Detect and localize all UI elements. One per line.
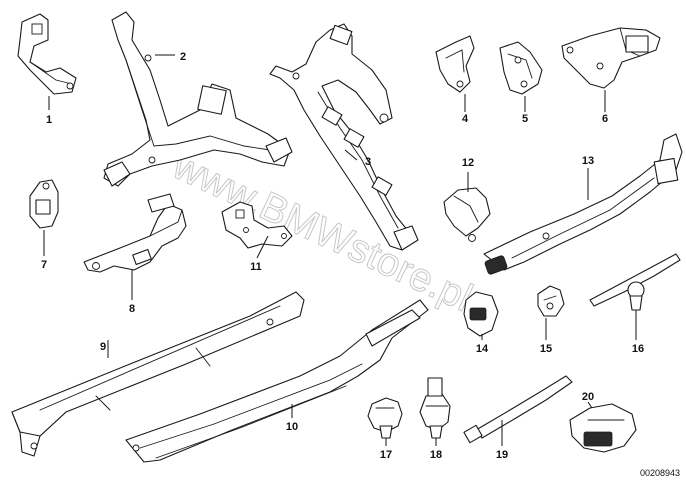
part-15-clip: [537, 285, 565, 317]
callout-19: 19: [496, 449, 508, 461]
diagram-reference-number: 00208943: [640, 468, 680, 478]
callout-20: 20: [582, 391, 594, 403]
callout-labels: 1 2 3 4 5 6 7 8 9 10 11 12 13 14 15 16 1…: [41, 51, 644, 461]
part-3-bracket: [269, 23, 419, 251]
callout-11: 11: [250, 261, 262, 273]
callout-4: 4: [462, 113, 469, 125]
callout-12: 12: [462, 157, 474, 169]
callout-6: 6: [602, 113, 608, 125]
part-14-clip: [463, 291, 499, 337]
callout-15: 15: [540, 343, 552, 355]
callout-3: 3: [365, 156, 371, 168]
callout-16: 16: [632, 343, 644, 355]
part-2-bracket: [103, 11, 293, 187]
callout-10: 10: [286, 421, 298, 433]
callout-1: 1: [46, 114, 52, 126]
part-7-clip: [29, 179, 59, 229]
part-11-bracket: [221, 201, 293, 249]
part-9-channel: [11, 291, 305, 457]
part-1-bracket: [17, 13, 77, 95]
callout-9: 9: [100, 341, 106, 353]
watermark: www.BMWstore.pl: [165, 143, 479, 320]
callout-13: 13: [582, 155, 594, 167]
callout-5: 5: [522, 113, 528, 125]
part-20-clip: [569, 403, 637, 453]
part-17-clamp: [367, 397, 403, 439]
leader-lines: [43, 54, 637, 446]
part-19-cable-tie: [463, 375, 573, 444]
part-12-clip: [443, 187, 491, 242]
part-4-clip: [435, 35, 475, 93]
callout-18: 18: [430, 449, 442, 461]
part-8-bracket: [83, 193, 187, 273]
part-18-clamp: [419, 377, 451, 439]
part-16-cable-tie-anchor: [589, 253, 681, 311]
part-10-tray: [125, 299, 429, 463]
part-13-bracket: [483, 133, 683, 275]
part-6-bracket: [561, 27, 661, 89]
callout-8: 8: [129, 303, 135, 315]
callout-7: 7: [41, 259, 47, 271]
callout-17: 17: [380, 449, 392, 461]
callout-14: 14: [476, 343, 489, 355]
callout-2: 2: [180, 51, 186, 63]
part-5-clip: [499, 41, 543, 95]
